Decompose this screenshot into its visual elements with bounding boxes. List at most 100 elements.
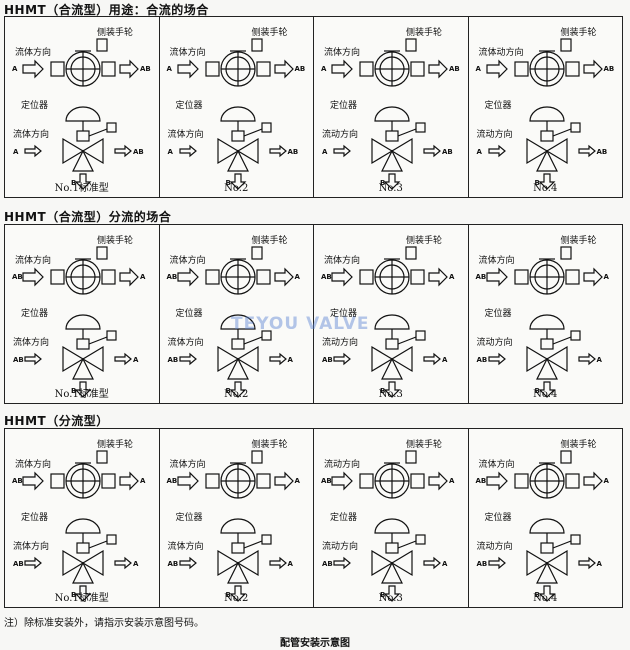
- port-top-out: A: [140, 273, 146, 281]
- actuator-dome: [219, 518, 256, 534]
- port-bottom-b: B: [71, 179, 77, 187]
- valve-drawing: [176, 38, 294, 190]
- actuator-dome: [528, 106, 565, 122]
- valve-body-right: [236, 345, 259, 373]
- label-positioner: 定位器: [175, 101, 203, 111]
- flow-arrow-bottom: [74, 173, 92, 190]
- flow-arrow-bottom: [229, 381, 246, 398]
- port-bottom-out: A: [442, 560, 448, 568]
- flow-arrow-in-side: [333, 352, 351, 366]
- valve-body-right: [81, 137, 104, 165]
- port-top-out: AB: [140, 65, 151, 73]
- flow-arrow-bottom: [383, 585, 401, 602]
- positioner-arm: [243, 336, 262, 345]
- panel-caption: No.1标准型: [54, 389, 109, 400]
- port-bottom-b: B: [534, 179, 540, 187]
- label-positioner: 定位器: [484, 309, 512, 319]
- flow-arrow-in-top: [485, 267, 508, 287]
- yoke-box: [230, 338, 245, 350]
- valve-body-right: [236, 549, 259, 577]
- flow-arrow-bottom: [538, 381, 555, 398]
- label-flow-direction: 流动方向: [324, 460, 361, 470]
- actuator-dome: [65, 314, 101, 330]
- label-side-handwheel: 侧装手轮: [560, 28, 597, 38]
- valve-body-left: [216, 137, 239, 165]
- valve-body-left: [62, 345, 85, 373]
- flow-arrow-bottom: [383, 381, 401, 398]
- port-bottom-in: AB: [322, 560, 333, 568]
- positioner-arm: [397, 128, 417, 137]
- flow-arrow-in-top: [176, 267, 199, 287]
- label-positioner: 定位器: [21, 101, 49, 111]
- flow-arrow-in-side: [487, 352, 506, 366]
- side-positioner: [569, 534, 581, 545]
- positioner-arm: [243, 540, 262, 549]
- valve-body-bottom: [226, 357, 249, 380]
- section-title-3: HHMT（分流型）: [4, 414, 109, 428]
- valve-drawing: [331, 246, 448, 398]
- flow-arrow-in-side: [178, 144, 197, 158]
- yoke-box: [385, 338, 399, 350]
- valve-body-left: [62, 549, 85, 577]
- flow-arrow-bottom: [538, 585, 555, 602]
- flow-arrow-out-top: [119, 59, 139, 79]
- label-flow-direction: 流体方向: [169, 48, 206, 58]
- yoke-box: [385, 130, 399, 142]
- flow-arrow-bottom: [538, 173, 555, 190]
- valve-body-bottom: [381, 561, 403, 584]
- label-flow-direction: 流体方向: [324, 256, 361, 266]
- valve-drawing: [485, 38, 603, 190]
- flow-arrow-in-top: [176, 471, 199, 491]
- flow-arrow-out-top: [273, 59, 294, 79]
- port-top-in: AB: [475, 273, 487, 281]
- label-positioner: 定位器: [21, 309, 49, 319]
- flow-arrow-out-top: [428, 471, 448, 491]
- side-positioner: [260, 534, 272, 545]
- label-flow-direction: 流体动方向: [478, 48, 524, 58]
- flange-right: [410, 61, 425, 77]
- port-bottom-out: AB: [596, 148, 608, 156]
- valve-drawing: [176, 450, 294, 602]
- label-side-handwheel: 侧装手轮: [560, 236, 597, 246]
- port-top-in: AB: [321, 273, 332, 281]
- port-top-out: A: [449, 273, 455, 281]
- label-flow-direction-2: 流动方向: [476, 338, 513, 348]
- flow-arrow-out-top: [273, 267, 294, 287]
- flange-right: [255, 473, 271, 489]
- positioner-box: [96, 246, 108, 260]
- flow-arrow-bottom: [74, 585, 92, 602]
- section-title-2: HHMT（合流型）分流的场合: [4, 210, 172, 224]
- valve-drawing: [331, 38, 448, 190]
- positioner-arm: [243, 128, 262, 137]
- actuator-dome: [374, 106, 410, 122]
- side-positioner: [260, 122, 272, 133]
- valve-body-right: [545, 549, 568, 577]
- panel-caption: No.2: [224, 183, 249, 194]
- valve-body-right: [545, 345, 568, 373]
- port-top-out: A: [294, 273, 300, 281]
- positioner-arm: [552, 128, 571, 137]
- flange-left: [204, 269, 220, 285]
- flow-arrow-bottom: [229, 173, 246, 190]
- label-side-handwheel: 侧装手轮: [406, 440, 443, 450]
- flow-arrow-bottom: [383, 173, 401, 190]
- flow-arrow-in-top: [485, 59, 508, 79]
- valve-body-left: [371, 345, 394, 373]
- flange-right: [255, 61, 271, 77]
- port-top-in: AB: [12, 477, 23, 485]
- valve-drawing: [176, 246, 294, 398]
- flow-arrow-in-side: [487, 556, 506, 570]
- port-bottom-b: B: [380, 387, 386, 395]
- port-top-out: A: [140, 477, 146, 485]
- flange-left: [50, 473, 65, 489]
- port-bottom-b: B: [71, 591, 77, 599]
- port-top-in: A: [475, 65, 481, 73]
- label-flow-direction: 流体方向: [324, 48, 361, 58]
- flow-arrow-out-top: [428, 59, 448, 79]
- valve-body-right: [390, 137, 413, 165]
- flange-right: [101, 269, 116, 285]
- flow-arrow-in-top: [22, 59, 44, 79]
